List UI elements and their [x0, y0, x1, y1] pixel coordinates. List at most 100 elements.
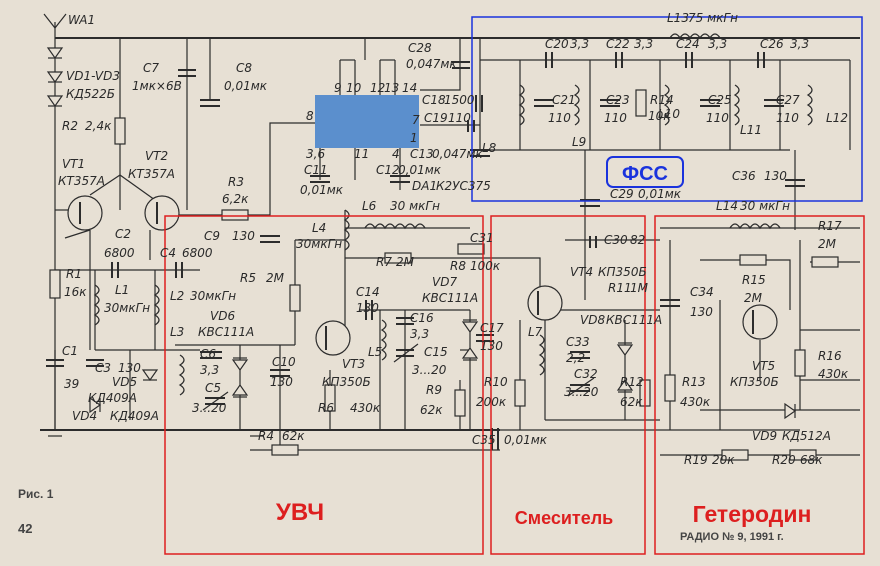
label-vd7: VD7: [432, 275, 457, 289]
fss-title: ФСС: [622, 163, 668, 185]
label-vd1b: КД522Б: [66, 87, 115, 101]
label-c1: C1: [62, 344, 78, 358]
label-l6: L6: [362, 199, 377, 213]
label-vd9: VD9: [752, 429, 777, 443]
figure-caption: Рис. 1: [18, 487, 54, 501]
fss-label-frame: [606, 156, 684, 188]
label-r11: R11: [608, 281, 632, 295]
pin-1: 1: [410, 131, 418, 145]
label-c14: C14: [356, 285, 380, 299]
label-vd1: VD1-VD3: [66, 69, 120, 83]
mixer-region: [490, 215, 646, 555]
label-c23v: 110: [604, 111, 627, 125]
label-c30v: 82: [630, 233, 645, 247]
label-r1v: 16к: [64, 285, 87, 299]
label-r5v: 2М: [266, 271, 285, 285]
label-vt1v: КТ357А: [58, 174, 105, 188]
label-c29v: 0,01мк: [638, 187, 682, 201]
label-vd8: VD8: [580, 313, 605, 327]
label-c8: C8: [236, 61, 252, 75]
label-l5: L5: [368, 345, 382, 359]
label-l3: L3: [170, 325, 184, 339]
label-r14v: 10к: [648, 109, 671, 123]
label-l2: L2: [170, 289, 184, 303]
label-c33v: 2,2: [566, 351, 585, 365]
label-c8v: 0,01мк: [224, 79, 268, 93]
label-c13: C13: [410, 147, 434, 161]
label-l14: L14: [716, 199, 738, 213]
label-r11v: 1М: [630, 281, 649, 295]
label-c12v: 0,01мк: [398, 163, 442, 177]
label-r3v: 6,2к: [222, 192, 249, 206]
label-c32v: 3...20: [564, 385, 599, 399]
label-vd6: VD6: [210, 309, 235, 323]
label-vd4v: КД409А: [110, 409, 159, 423]
label-vt5: VT5: [752, 359, 775, 373]
pin-3-6: 3,6: [306, 147, 325, 161]
label-r13: R13: [682, 375, 706, 389]
label-c16v: 3,3: [410, 327, 429, 341]
mixer-title: Смеситель: [515, 508, 614, 528]
label-c28v: 0,047мк: [406, 57, 457, 71]
label-r7: R7: [376, 255, 392, 269]
pin-7: 7: [412, 113, 420, 127]
label-r4v: 62к: [282, 429, 305, 443]
label-l8: L8: [482, 141, 497, 155]
label-c27: C27: [776, 93, 800, 107]
label-l2v: 30мкГн: [190, 289, 236, 303]
label-r19v: 20к: [712, 453, 735, 467]
label-c27v: 110: [776, 111, 799, 125]
label-c5v: 3...20: [192, 401, 227, 415]
label-vt4: VT4: [570, 265, 593, 279]
label-c19: C19: [424, 111, 448, 125]
label-c7v: 1мк×6В: [132, 79, 182, 93]
label-c20: C20: [545, 37, 569, 51]
label-c25: C25: [708, 93, 732, 107]
label-c3v: 130: [118, 361, 141, 375]
label-r19: R19: [684, 453, 708, 467]
label-c15: C15: [424, 345, 448, 359]
label-l4v: 30мкГн: [296, 237, 342, 251]
label-c28: C28: [408, 41, 432, 55]
label-l14v: 30 мкГн: [740, 199, 790, 213]
fss-region: [471, 16, 863, 202]
label-vd5: VD5: [112, 375, 137, 389]
label-c34v: 130: [690, 305, 713, 319]
label-r17v: 2М: [818, 237, 837, 251]
label-r20: R20: [772, 453, 796, 467]
label-c21v: 110: [548, 111, 571, 125]
label-vt1: VT1: [62, 157, 85, 171]
uvch-region: [164, 215, 484, 555]
heterodyne-title: Гетеродин: [693, 501, 812, 527]
label-c9v: 130: [232, 229, 255, 243]
pin-14: 14: [402, 81, 417, 95]
label-c1v: 39: [64, 377, 79, 391]
label-wa1: WA1: [68, 13, 95, 27]
label-c24: C24: [676, 37, 700, 51]
label-c17v: 130: [480, 339, 503, 353]
label-c13v: 0,047мк: [432, 147, 483, 161]
label-vt5v: КП350Б: [730, 375, 779, 389]
label-c24v: 3,3: [708, 37, 727, 51]
label-r7v: 2М: [396, 255, 415, 269]
uvch-title: УВЧ: [276, 499, 324, 526]
label-c10: C10: [272, 355, 296, 369]
label-r9: R9: [426, 383, 442, 397]
heterodyne-region: [654, 215, 865, 555]
label-r2: R2: [62, 119, 78, 133]
label-c6v: 3,3: [200, 363, 219, 377]
label-c5: C5: [205, 381, 221, 395]
label-c36v: 130: [764, 169, 787, 183]
label-l1v: 30мкГн: [104, 301, 150, 315]
label-da1: DA1: [412, 179, 437, 193]
label-c4v: 6800: [182, 246, 213, 260]
label-c14v: 130: [356, 301, 379, 315]
label-r12v: 62к: [620, 395, 643, 409]
label-c20v: 3,3: [570, 37, 589, 51]
label-r12: R12: [620, 375, 644, 389]
page-number: 42: [18, 521, 32, 536]
label-vt4v: КП350Б: [598, 265, 647, 279]
label-l12: L12: [826, 111, 848, 125]
pin-13: 13: [384, 81, 399, 95]
